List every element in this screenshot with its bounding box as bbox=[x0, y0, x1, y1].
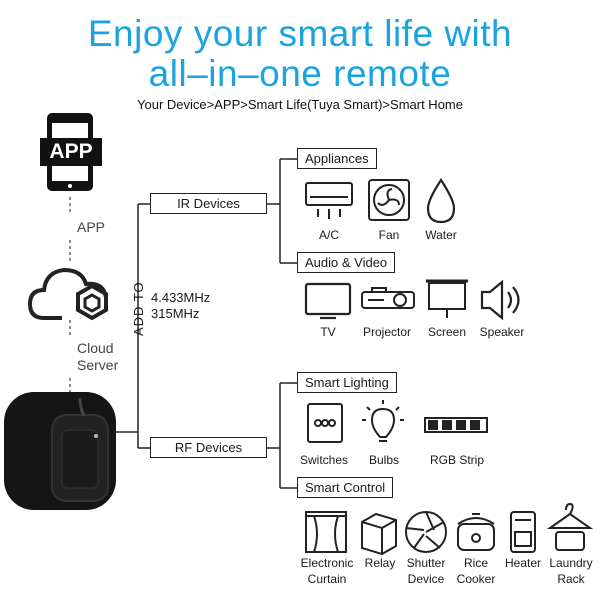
device-label-shutter-2: Device bbox=[407, 572, 445, 586]
rgb-strip-icon bbox=[424, 417, 488, 433]
subtitle: Your Device>APP>Smart Life(Tuya Smart)>S… bbox=[137, 97, 463, 112]
device-label-curtain-1: Electronic bbox=[300, 556, 354, 570]
rice-cooker-icon bbox=[457, 513, 495, 551]
heater-icon bbox=[510, 511, 536, 553]
remote-hub-device bbox=[4, 392, 116, 510]
fan-icon bbox=[368, 179, 410, 221]
audio-video-box: Audio & Video bbox=[297, 252, 396, 273]
device-label-projector: Projector bbox=[362, 325, 412, 339]
device-label-switches: Switches bbox=[299, 453, 349, 467]
add-to-label: ADD TO bbox=[131, 281, 146, 336]
smart-lighting-box: Smart Lighting bbox=[297, 372, 397, 393]
tv-icon bbox=[304, 282, 352, 320]
rf-devices-box: RF Devices bbox=[150, 437, 267, 458]
device-label-curtain-2: Curtain bbox=[307, 572, 347, 586]
speaker-icon bbox=[480, 279, 520, 321]
frequency-1: 4.433MHz bbox=[151, 290, 211, 305]
device-label-shutter-1: Shutter bbox=[406, 556, 446, 570]
smart-control-box: Smart Control bbox=[297, 477, 394, 498]
ir-devices-box: IR Devices bbox=[150, 193, 267, 214]
phone-icon bbox=[40, 113, 102, 191]
device-label-laundry-2: Rack bbox=[557, 572, 585, 586]
shutter-icon bbox=[405, 511, 447, 553]
page-title-line-2: all–in–one remote bbox=[148, 53, 452, 94]
wall-switch-icon bbox=[307, 403, 343, 443]
projector-icon bbox=[361, 287, 415, 309]
app-badge: APP bbox=[49, 140, 93, 163]
device-label-screen: Screen bbox=[427, 325, 467, 339]
device-label-fan: Fan bbox=[378, 228, 400, 242]
device-label-tv: TV bbox=[320, 325, 336, 339]
device-label-heater: Heater bbox=[504, 556, 542, 570]
light-bulb-icon bbox=[362, 400, 404, 442]
device-label-speaker: Speaker bbox=[479, 325, 525, 339]
device-label-water: Water bbox=[425, 228, 457, 242]
device-label-rice-1: Rice bbox=[463, 556, 488, 570]
app-label: APP bbox=[77, 219, 106, 235]
device-label-rgb-strip: RGB Strip bbox=[429, 453, 484, 467]
frequency-2: 315MHz bbox=[151, 306, 200, 321]
device-label-rice-2: Cooker bbox=[456, 572, 496, 586]
device-label-bulbs: Bulbs bbox=[368, 453, 400, 467]
appliances-box: Appliances bbox=[297, 148, 377, 169]
curtain-icon bbox=[305, 511, 347, 553]
laundry-rack-icon bbox=[546, 502, 594, 551]
water-drop-icon bbox=[426, 177, 456, 224]
projection-screen-icon bbox=[426, 279, 468, 318]
device-label-laundry-1: Laundry bbox=[549, 556, 593, 570]
ac-icon bbox=[305, 182, 353, 219]
tree-lines bbox=[112, 158, 297, 489]
cloud-label-line-1: Cloud bbox=[77, 340, 114, 356]
relay-icon bbox=[361, 512, 397, 556]
cloud-server-icon bbox=[27, 267, 108, 321]
device-label-relay: Relay bbox=[364, 556, 396, 570]
device-label-ac: A/C bbox=[318, 228, 339, 242]
page-title-line-1: Enjoy your smart life with bbox=[87, 13, 513, 54]
cloud-label-line-2: Server bbox=[77, 357, 119, 373]
